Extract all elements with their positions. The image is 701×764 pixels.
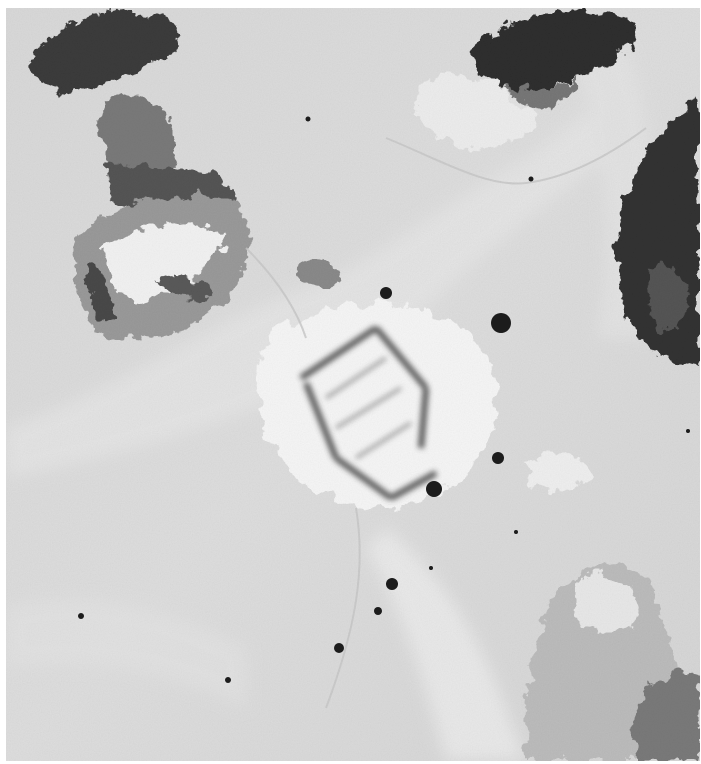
rock-hill-bottom-right xyxy=(524,565,700,761)
shrubs xyxy=(78,116,690,683)
rock-hill-top-right xyxy=(473,12,635,110)
wash-bands xyxy=(6,48,657,761)
tracks xyxy=(245,127,647,709)
rock-outcrop-left xyxy=(74,195,250,341)
rubble-mound xyxy=(291,261,341,287)
rubble-top-center xyxy=(417,74,536,147)
rock-mountain-right xyxy=(616,98,700,367)
rubble-right xyxy=(526,454,596,491)
ruin-enclosure xyxy=(256,304,497,509)
aerial-photo xyxy=(6,8,700,761)
